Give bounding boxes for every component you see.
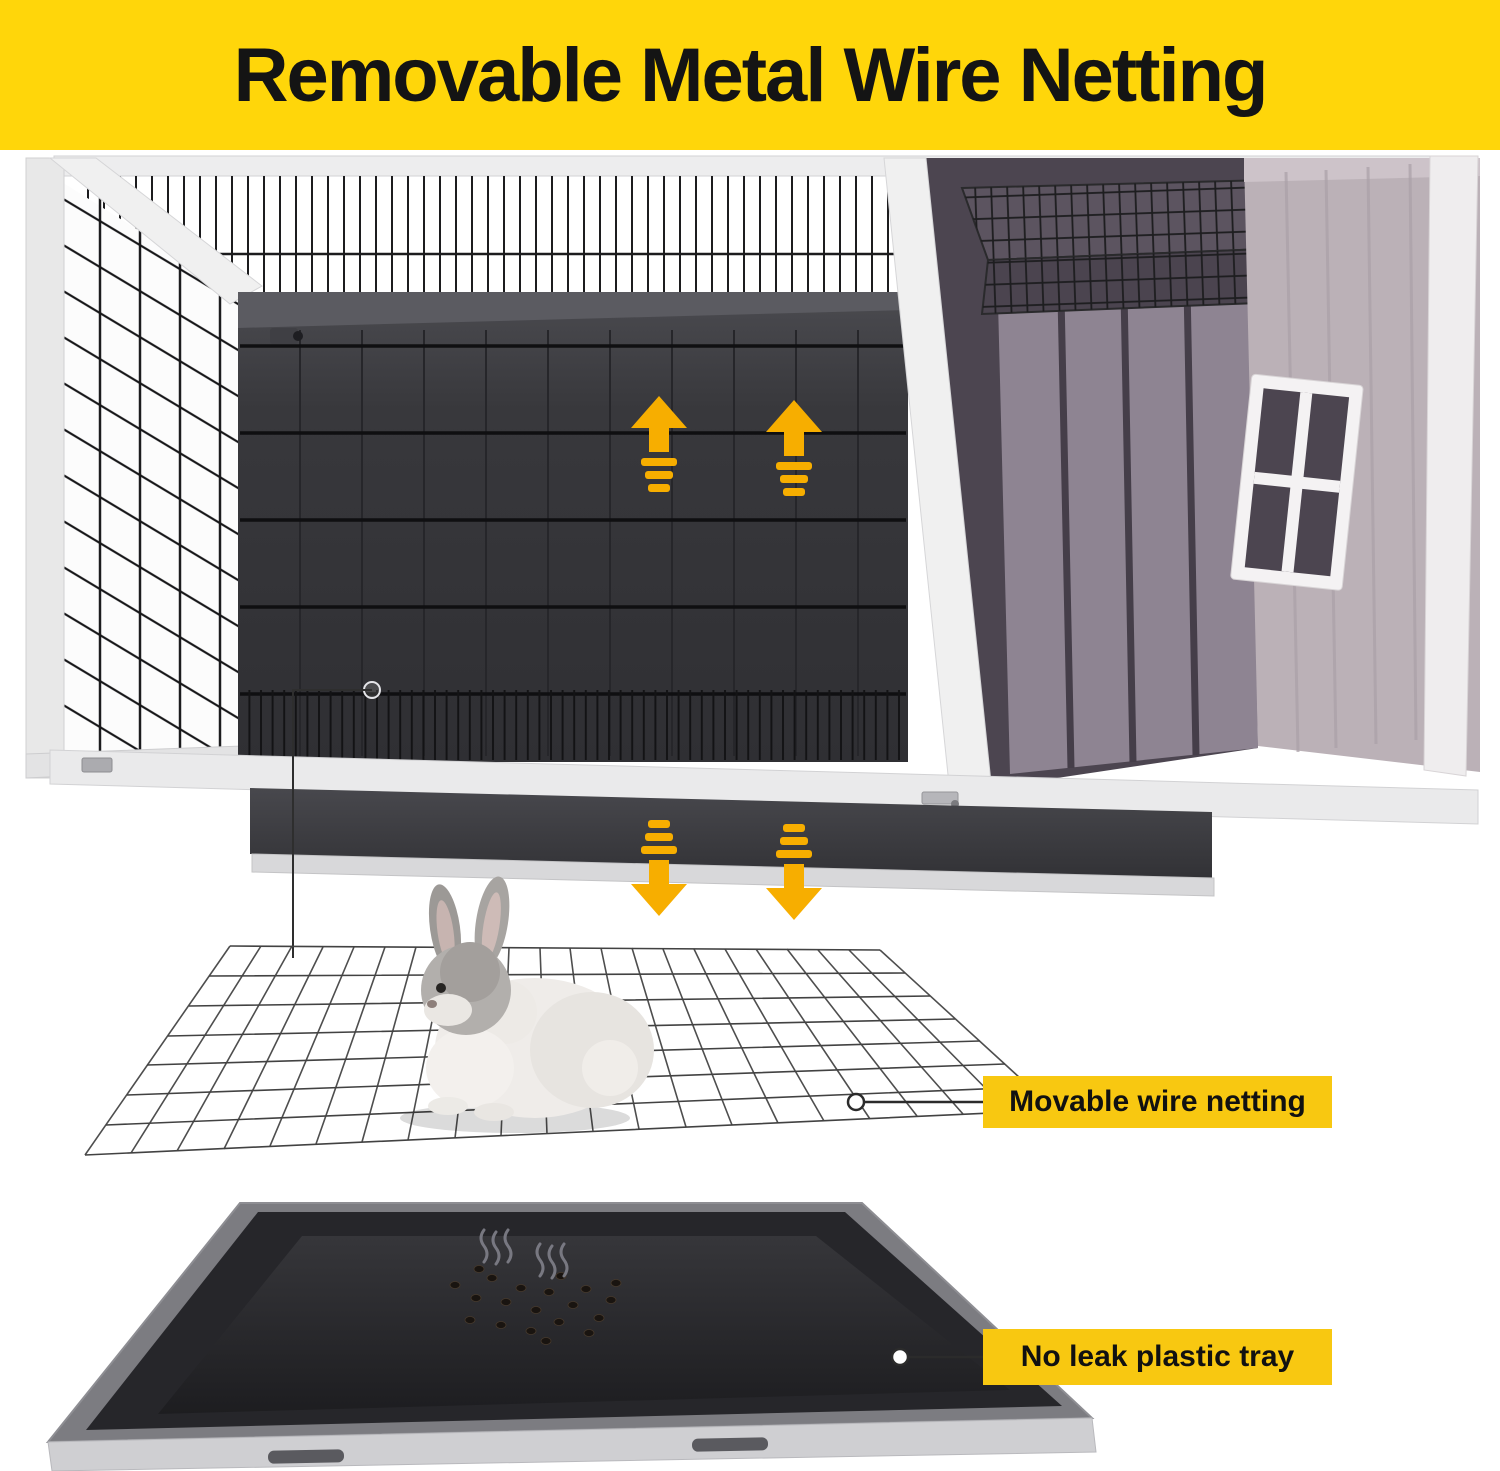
tray-callout: No leak plastic tray [983, 1329, 1332, 1385]
hinge-icon [81, 757, 113, 773]
metal-clip [270, 328, 303, 344]
banner-title: Removable Metal Wire Netting [233, 32, 1269, 118]
callout-dot-icon [846, 1092, 866, 1112]
cage-tray-floor [238, 292, 908, 762]
hay-rack [960, 178, 1292, 316]
house-side-wall [1244, 158, 1480, 772]
rabbit-photo [400, 876, 654, 1133]
netting-callout-label: Movable wire netting [1009, 1085, 1306, 1118]
title-banner: Removable Metal Wire Netting [0, 0, 1500, 150]
steam-icon [479, 1228, 569, 1280]
tray-callout-connector [890, 1347, 983, 1367]
house-corner-beam [1423, 155, 1479, 777]
tray-callout-label: No leak plastic tray [1020, 1340, 1295, 1373]
tray-slide-band [250, 788, 1215, 897]
bottom-front-rail [49, 749, 1479, 825]
front-wire-fringe [240, 690, 906, 760]
tray-handle [268, 1449, 345, 1464]
netting-connector [292, 681, 381, 958]
tray-handle [692, 1437, 769, 1452]
droppings [449, 1265, 622, 1345]
callout-dot-icon [890, 1347, 910, 1367]
house-window [1230, 373, 1364, 591]
wooden-house [926, 155, 1480, 788]
netting-callout: Movable wire netting [983, 1076, 1332, 1128]
hutch-photo [25, 155, 1480, 897]
netting-callout-connector [846, 1092, 983, 1112]
plastic-tray [45, 1202, 1097, 1471]
